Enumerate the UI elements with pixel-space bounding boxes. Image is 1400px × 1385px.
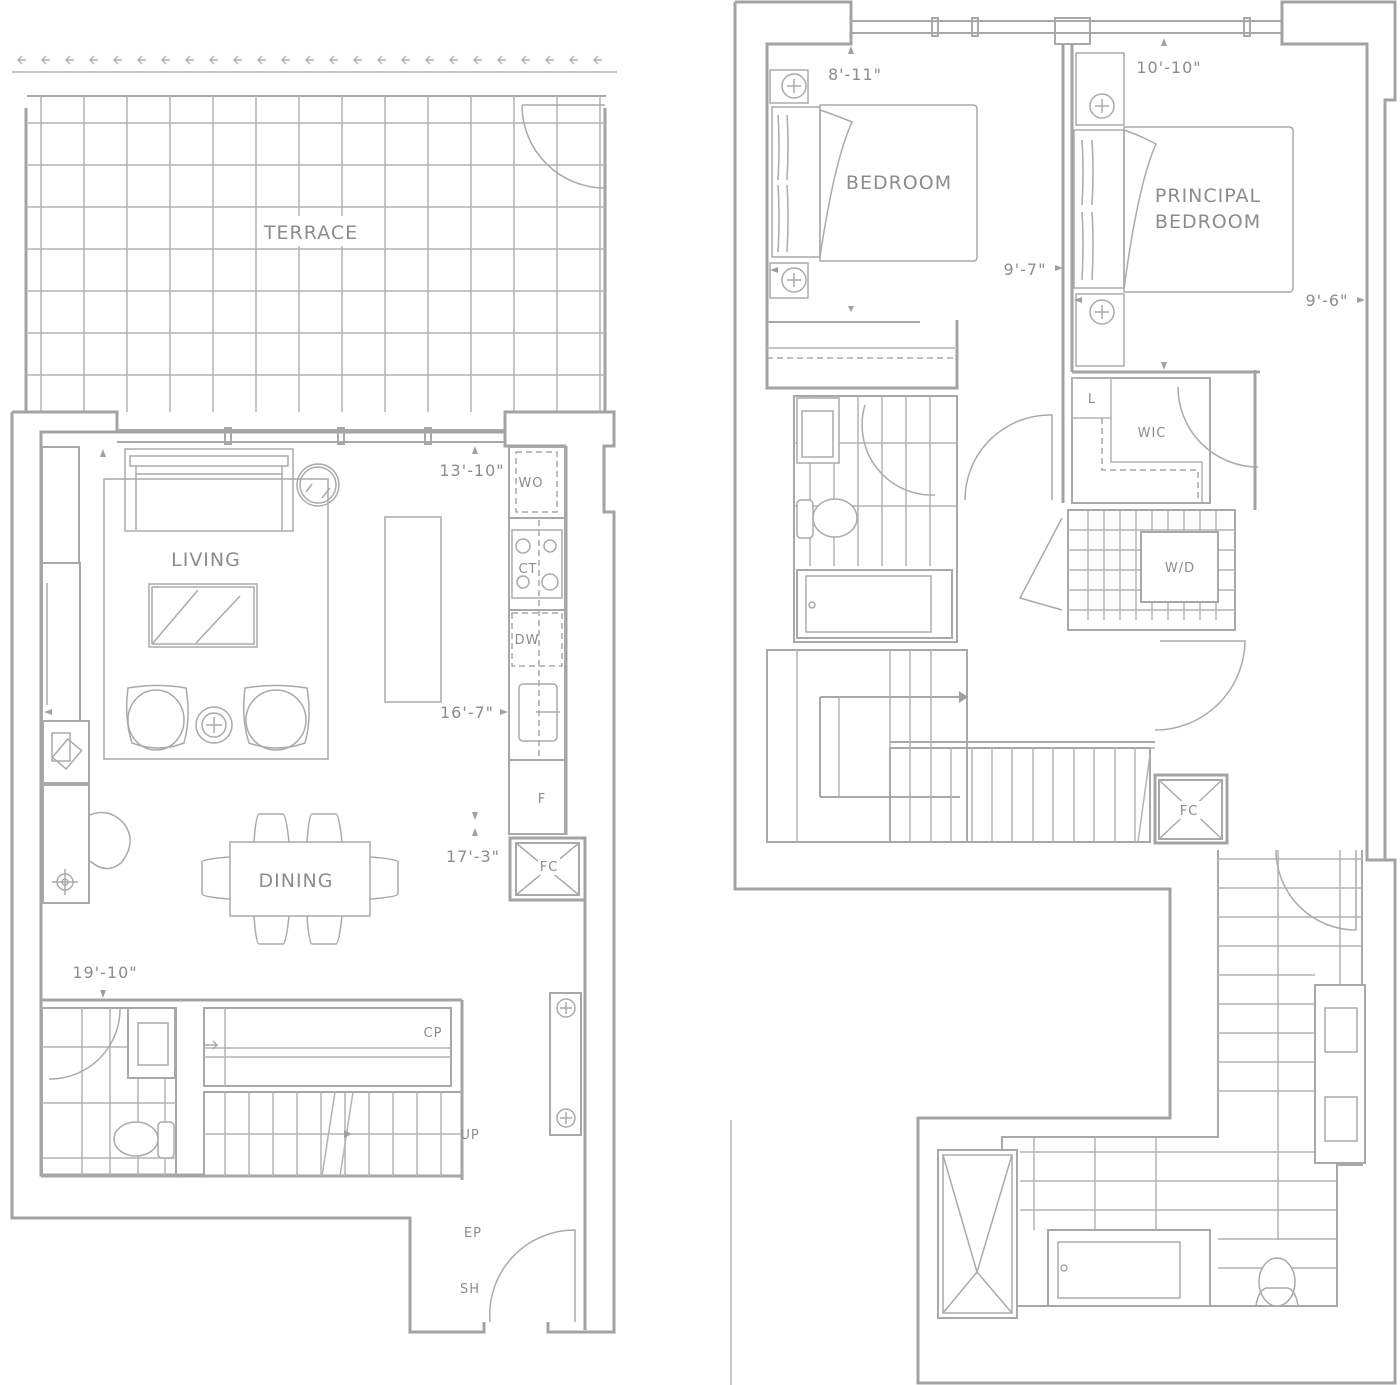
principal-bedroom-label-1: PRINCIPAL [1155,185,1261,207]
powder-room [41,1007,177,1177]
left-wall-closets [41,446,131,904]
wall-oven [515,451,558,513]
upper-exterior-wall [733,0,1397,1385]
terrace-label: TERRACE [263,222,358,244]
dining-label: DINING [259,870,334,892]
principal-width-dim: 10'-10" [1136,58,1201,77]
lower-level: TERRACE [10,55,617,1334]
bath-door [861,404,936,496]
vanity-sink-2-icon [1324,1096,1358,1142]
laundry-door [1018,517,1063,611]
entry-door [488,1229,576,1323]
overall-dim: 19'-10" [72,963,137,982]
living-room: LIVING [103,448,442,760]
upper-level: BEDROOM PRINCIPAL BEDROOM [733,0,1397,1385]
upper-dimensions: 8'-11" 10'-10" 9'-7" 9'-6" [770,38,1365,370]
washer-dryer-label: W/D [1165,561,1195,576]
principal-bedroom: PRINCIPAL BEDROOM [1072,52,1294,374]
stair-direction-arrow [344,1130,352,1138]
powder-door [48,1007,121,1080]
living-depth-dim: 16'-7" [440,703,494,722]
lounge-chairs-icon [125,684,310,751]
sofa-icon [124,448,294,532]
kitchen-island [384,516,442,703]
tv-console-icon [148,583,258,648]
bath-sink-icon [801,410,834,458]
lower-exterior-wall [10,410,616,1334]
bedroom-width-dim: 8'-11" [828,65,882,84]
shower-icon [937,1149,1018,1319]
coat-closet [549,992,582,1136]
ensuite-toilet-icon [1258,1257,1296,1307]
cooktop-icon [511,529,563,599]
terrace-railing [12,55,617,73]
principal-bed-icon [1073,126,1294,293]
bathtub-icon [796,569,953,639]
fridge-label: F [538,792,546,807]
wic-door [1177,386,1259,468]
lower-dimensions: 13'-10" 16'-7" 17'-3" 19'-10" [44,446,508,998]
shelf-label: SH [460,1282,480,1297]
bedroom-depth-dim: 9'-7" [1004,260,1047,279]
dining-table [229,841,371,917]
stair-arrow [959,691,968,703]
side-table-icon [296,463,340,507]
closet-pantry-label: CP [424,1026,443,1041]
closet-and-stair: CP UP [203,1007,479,1177]
electrical-panel-label: EP [464,1226,482,1241]
principal-door [1154,640,1246,731]
entry: EP SH [460,992,582,1323]
toilet-icon [113,1121,159,1157]
dining-room: DINING [201,813,399,945]
living-window [117,427,505,445]
living-label: LIVING [171,549,241,571]
washer-dryer-icon [1140,531,1219,603]
upper-window [851,17,1282,45]
dishwasher-label: DW [515,633,540,648]
bedroom-label: BEDROOM [846,172,952,194]
dining-depth-dim: 17'-3" [446,847,500,866]
wic-label: WIC [1138,426,1167,441]
vanity-sink-icon [137,1022,169,1066]
walk-in-closet: L WIC [1071,370,1259,510]
fan-coil-upper-label: FC [1180,804,1199,819]
laundry: W/D [1018,509,1246,731]
terrace-area: TERRACE [24,95,607,412]
floor-lamp-icon [52,869,78,895]
dining-chairs-icon [201,813,399,945]
vanity-sink-1-icon [1324,1007,1358,1053]
terrace-door [521,104,606,189]
cooktop-label: CT [518,562,537,577]
kitchen: WO CT DW F FC [508,446,587,902]
shared-bathroom [793,395,958,643]
linen-label: L [1088,392,1096,407]
bath-toilet-icon [812,498,858,538]
area-rug [103,478,329,760]
bedroom: BEDROOM [767,44,1074,503]
principal-ensuite [937,849,1366,1319]
fan-coil-upper: FC [1153,773,1229,845]
wall-oven-label: WO [518,476,543,491]
fan-coil-lower: FC [508,836,587,902]
hall-door [964,414,1053,501]
principal-depth-dim: 9'-6" [1306,291,1349,310]
ensuite-door [1275,849,1357,931]
stair-up-label: UP [460,1128,479,1143]
armchair-icon [89,811,131,870]
railing-arrow-icons [16,55,602,65]
principal-bedroom-label-2: BEDROOM [1155,211,1261,233]
living-width-dim: 13'-10" [439,461,504,480]
bed-icon [771,104,978,262]
fan-coil-label: FC [540,860,559,875]
dishwasher [511,612,563,667]
upper-stair [766,649,1155,843]
